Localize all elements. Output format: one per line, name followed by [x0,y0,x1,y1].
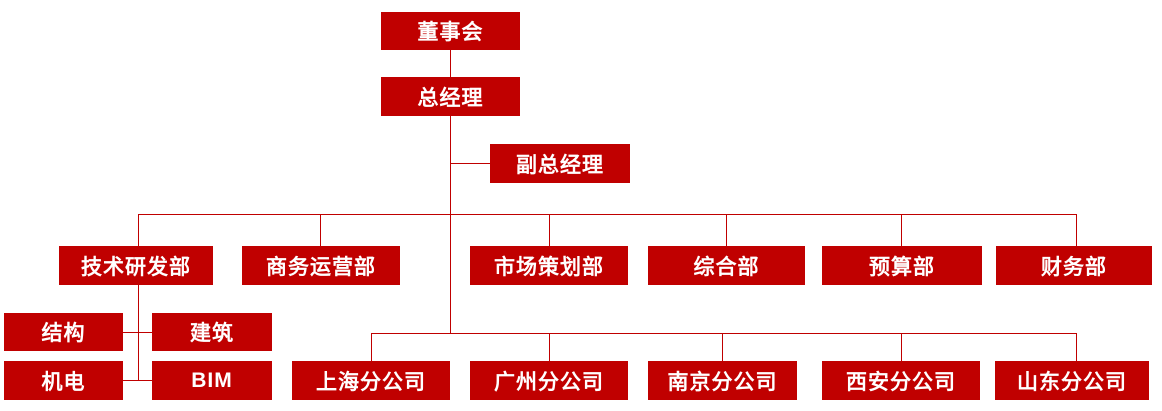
node-branch-shanghai: 上海分公司 [292,361,450,400]
connector-line [320,214,321,246]
connector-line [1076,214,1077,246]
node-deputy-general-manager: 副总经理 [490,144,630,183]
node-team-architecture: 建筑 [152,313,272,351]
node-general-manager: 总经理 [381,77,520,116]
connector-line [450,116,451,334]
node-dept-business-ops: 商务运营部 [242,246,400,285]
connector-line [123,332,152,333]
connector-line [450,163,490,164]
connector-line [549,214,550,246]
connector-line [1076,333,1077,361]
connector-line [371,333,372,361]
node-team-mep: 机电 [4,361,123,400]
node-board: 董事会 [381,12,520,50]
connector-line [138,214,1077,215]
connector-line [123,380,152,381]
connector-line [901,333,902,361]
node-dept-finance: 财务部 [996,246,1152,285]
node-branch-shandong: 山东分公司 [995,361,1149,400]
node-dept-tech-rd: 技术研发部 [59,246,213,285]
connector-line [549,333,550,361]
node-branch-xian: 西安分公司 [822,361,980,400]
connector-line [450,49,451,78]
node-dept-budget: 预算部 [822,246,982,285]
node-team-structure: 结构 [4,313,123,351]
connector-line [138,285,139,381]
connector-line [371,333,1077,334]
node-branch-nanjing: 南京分公司 [648,361,797,400]
node-branch-guangzhou: 广州分公司 [470,361,628,400]
connector-line [138,214,139,246]
connector-line [722,333,723,361]
connector-line [726,214,727,246]
connector-line [901,214,902,246]
node-dept-marketing: 市场策划部 [470,246,628,285]
node-dept-general: 综合部 [648,246,805,285]
node-team-bim: BIM [152,361,272,400]
